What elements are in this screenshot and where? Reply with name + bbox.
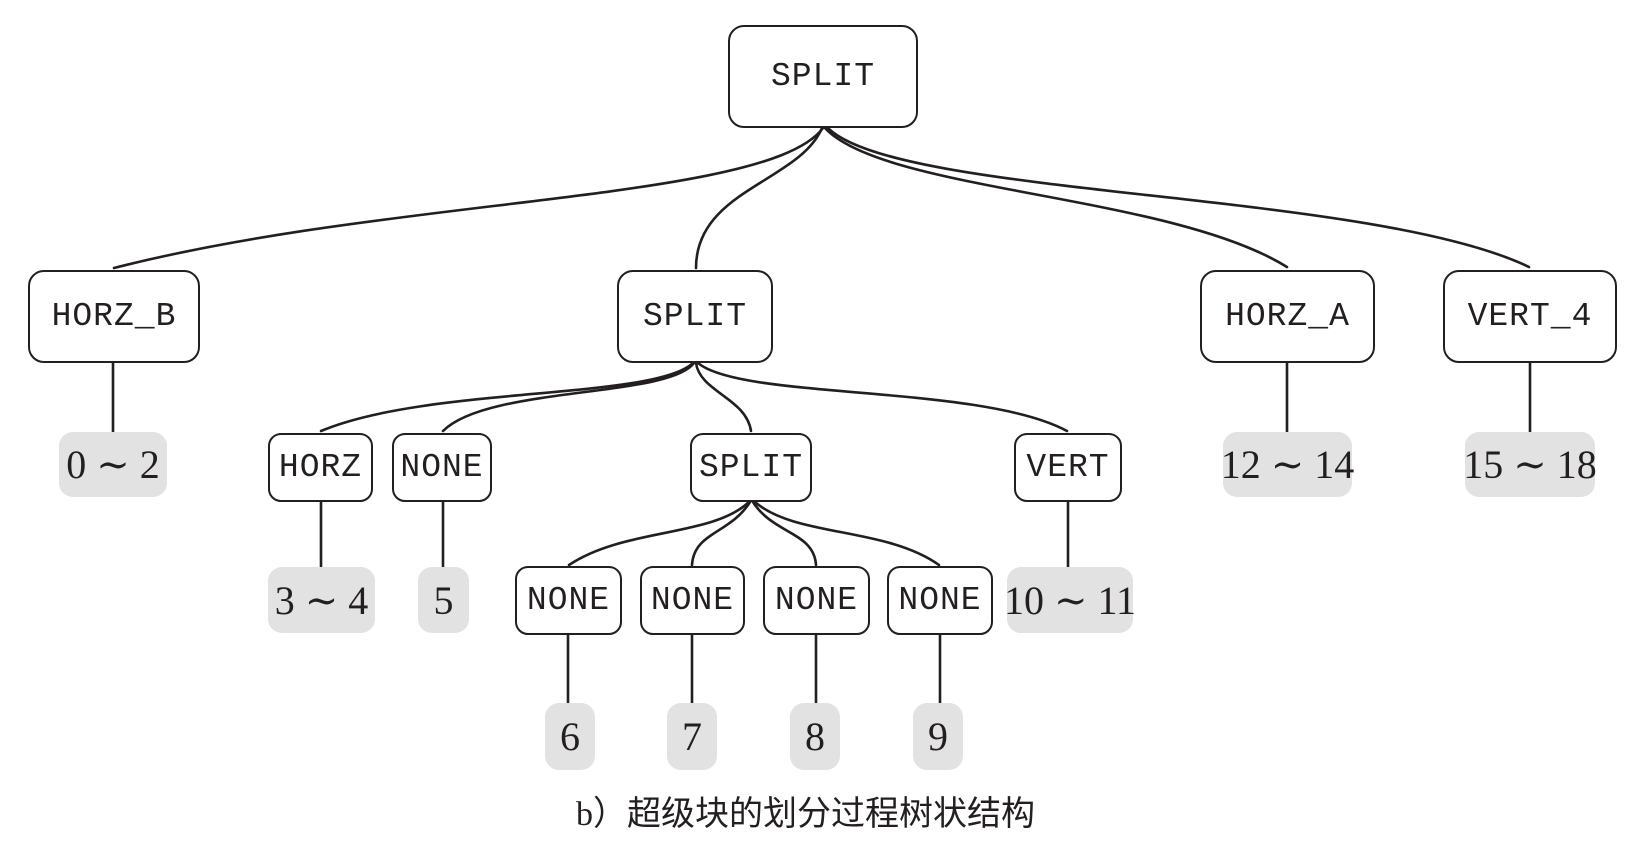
node-none-l3: NONE [392,433,492,502]
leaf-range-9: 9 [913,703,963,770]
leaf-range-3-4: 3 ∼ 4 [268,567,375,633]
node-none-1: NONE [515,566,622,635]
edge-split3-none4 [753,500,941,567]
node-none-4: NONE [887,566,993,635]
leaf-range-12-14: 12 ∼ 14 [1221,432,1354,497]
node-none-3: NONE [763,566,870,635]
edge-split3-none3 [751,500,818,567]
leaf-range-0-2: 0 ∼ 2 [59,432,167,497]
node-vert-4: VERT_4 [1443,270,1617,363]
node-horz-a: HORZ_A [1200,270,1375,363]
leaf-range-7: 7 [667,703,717,770]
edge-root-horza [823,126,1289,269]
node-horz: HORZ [268,433,373,502]
edge-root-vert4 [826,126,1531,269]
edge-root-horzb [112,126,825,270]
edge-split3-none2 [690,500,752,567]
edge-split2-vert [696,361,1069,433]
edge-root-split2 [694,126,824,270]
leaf-range-8: 8 [790,703,840,770]
leaf-range-10-11: 10 ∼ 11 [1004,567,1136,633]
node-split-2: SPLIT [617,270,773,363]
edge-split3-none1 [567,500,751,567]
edge-split2-horz [319,361,695,433]
node-vert: VERT [1014,433,1122,502]
node-horz-b: HORZ_B [28,270,200,363]
edge-split2-none [441,361,696,433]
node-root-split: SPLIT [728,25,918,128]
leaf-range-6: 6 [545,703,595,770]
node-none-2: NONE [640,566,745,635]
leaf-range-15-18: 15 ∼ 18 [1463,432,1597,497]
edge-split2-split3 [694,361,753,433]
figure-caption: b）超级块的划分过程树状结构 [576,796,1035,833]
node-split-3: SPLIT [690,433,812,502]
leaf-range-5: 5 [418,567,469,633]
